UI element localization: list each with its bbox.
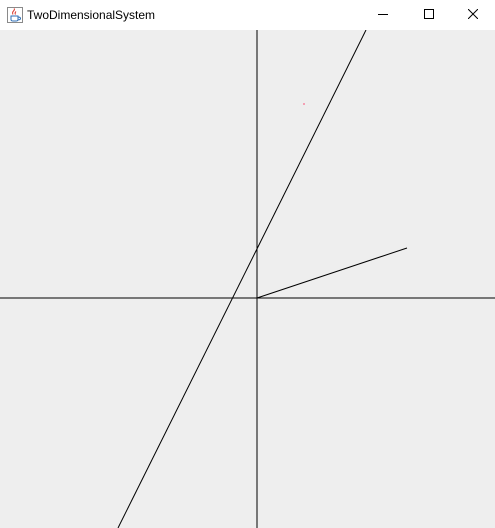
close-button[interactable] [451,0,495,29]
drawing-canvas[interactable] [0,30,495,528]
coordinate-plane [0,30,495,528]
vector-segment [256,247,408,299]
title-bar[interactable]: TwoDimensionalSystem [0,0,495,30]
maximize-button[interactable] [406,0,452,29]
close-icon [467,6,479,24]
point-marker [303,103,305,105]
java-cup-icon [7,7,23,23]
window-title: TwoDimensionalSystem [27,8,156,22]
minimize-icon [378,6,388,24]
minimize-button[interactable] [360,0,406,29]
maximize-icon [424,6,434,24]
steep-line [117,30,367,528]
